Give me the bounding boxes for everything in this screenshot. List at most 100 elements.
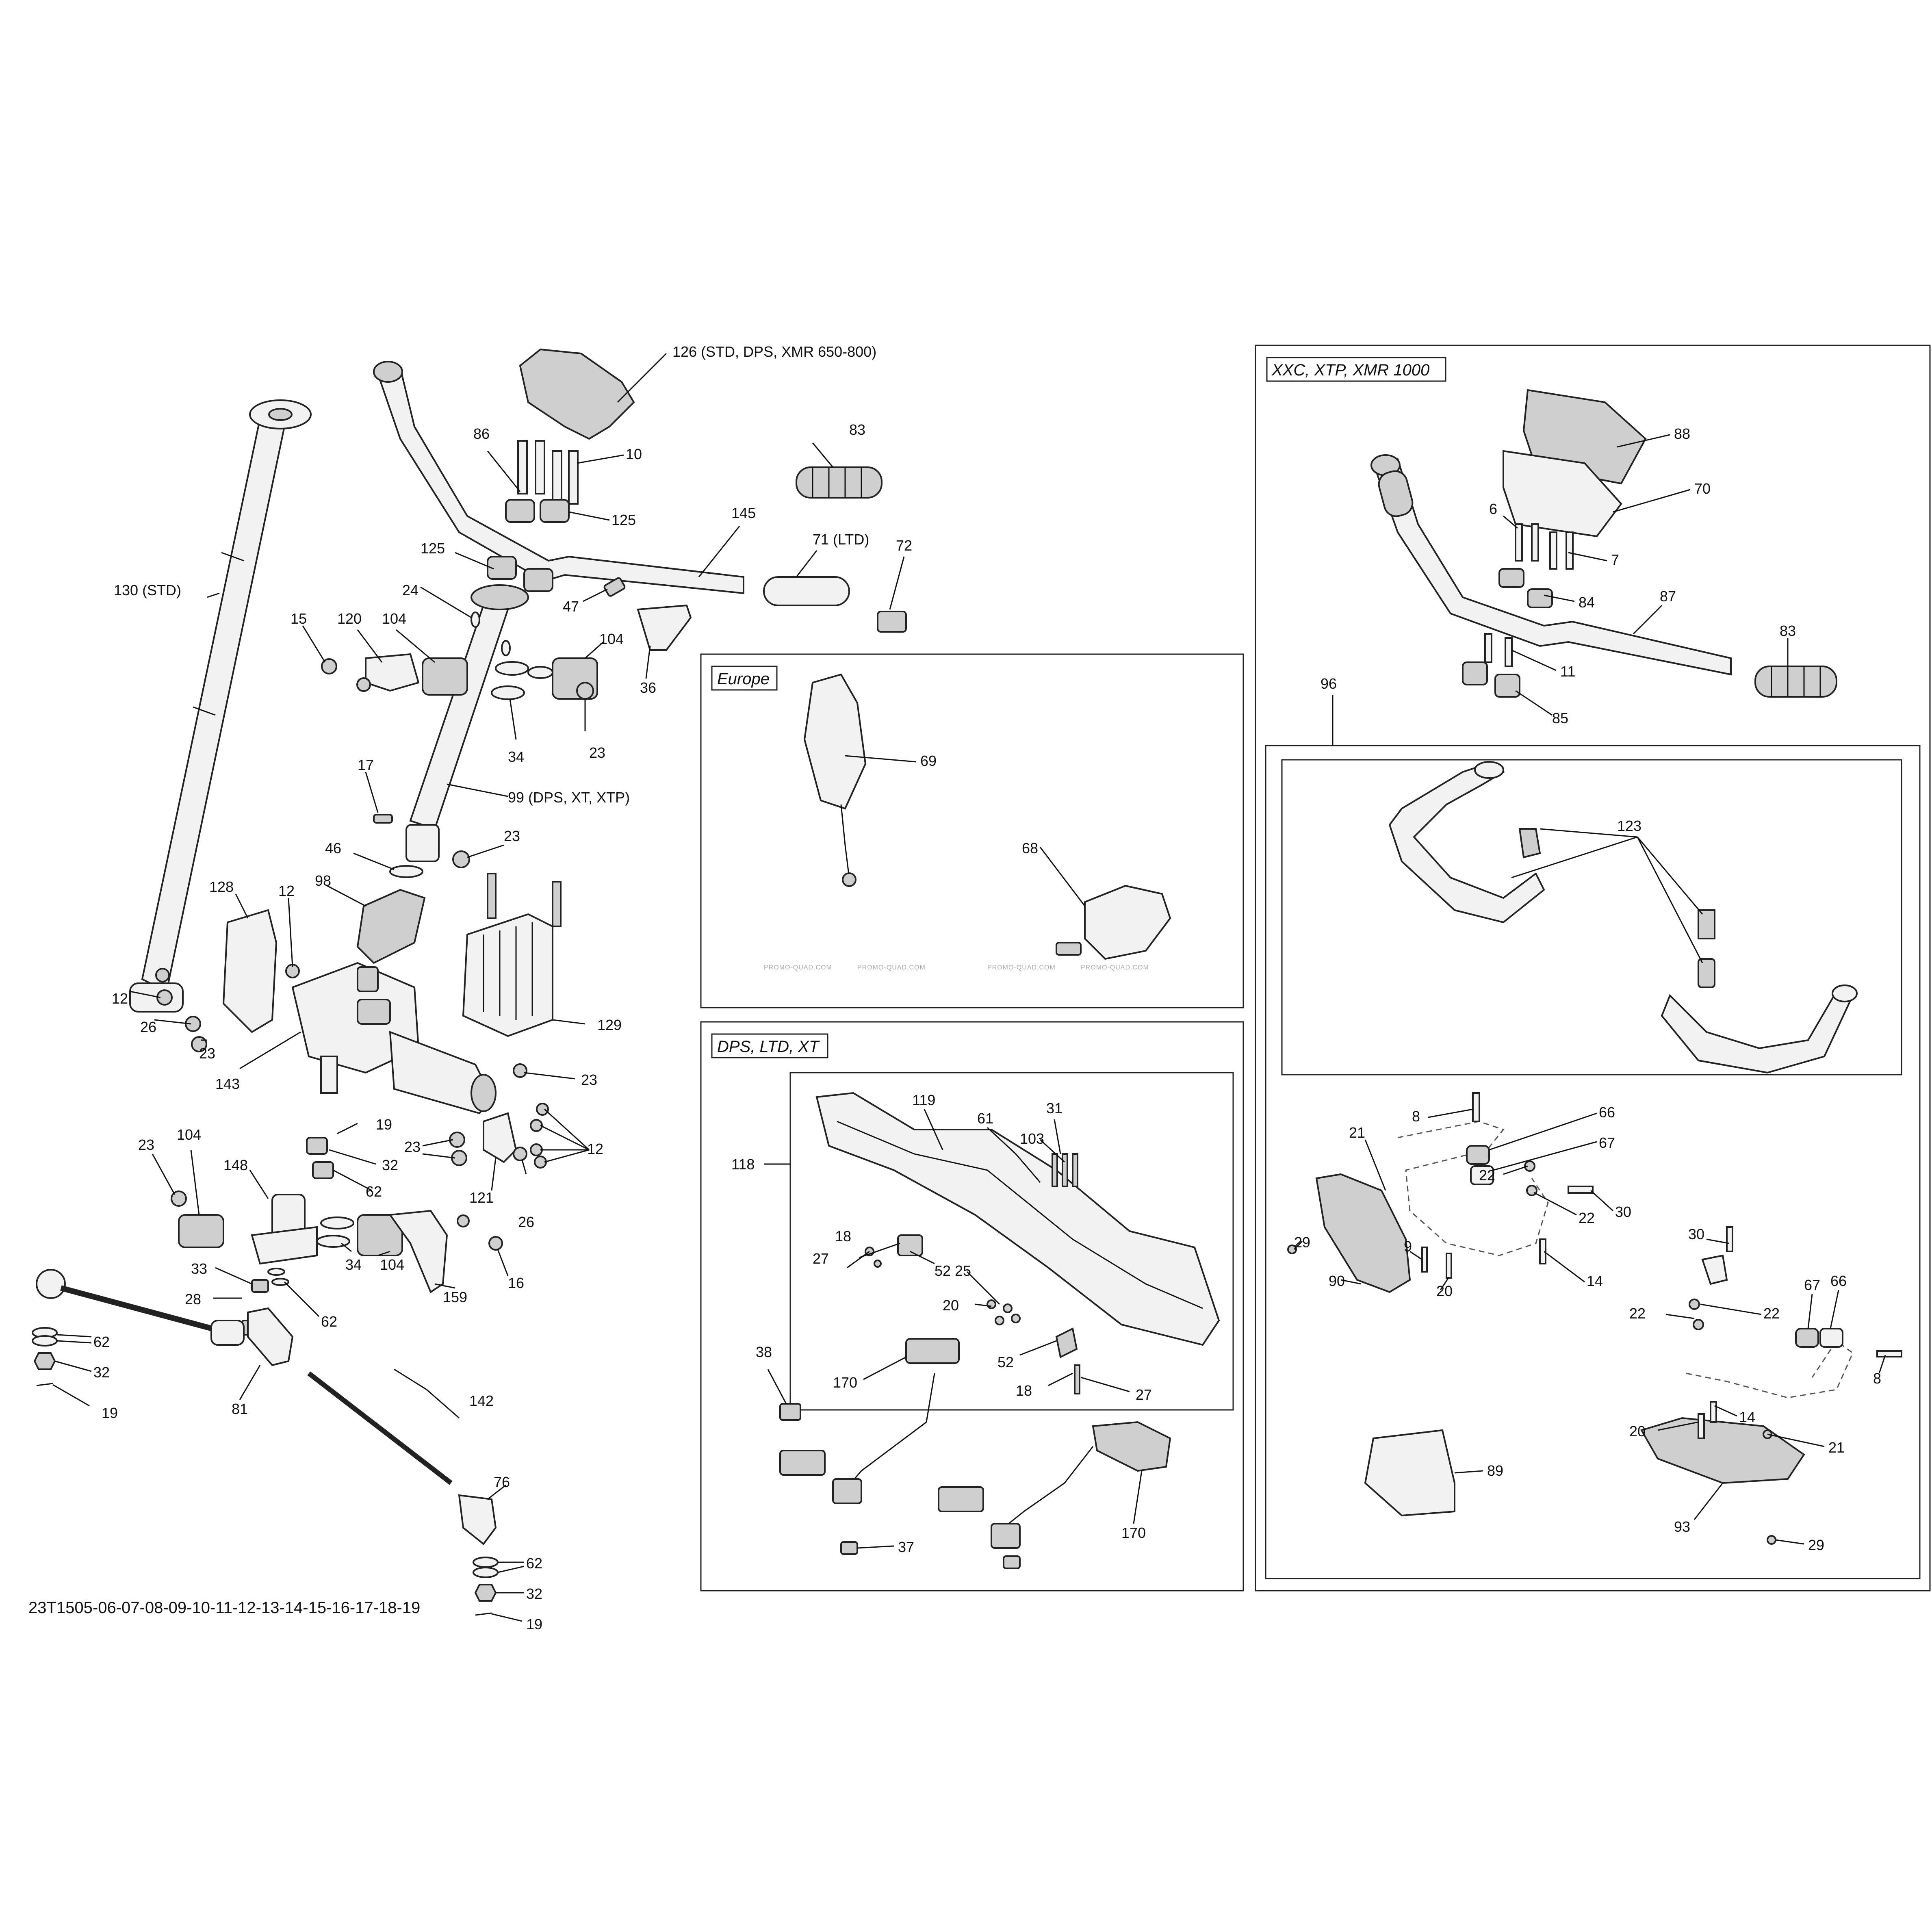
callout-47: 47	[563, 598, 579, 615]
callout-30: 30	[1688, 1226, 1704, 1242]
handguard-right	[1640, 1226, 1902, 1545]
callout-118: 118	[731, 1156, 755, 1173]
tie-rod-left	[32, 1269, 245, 1386]
callout-12: 12	[587, 1141, 603, 1157]
callout-142: 142	[469, 1392, 494, 1409]
callout-22: 22	[1579, 1210, 1595, 1226]
callout-22: 22	[1479, 1167, 1495, 1184]
callout-46: 46	[325, 840, 341, 856]
callout-31: 31	[1046, 1100, 1062, 1117]
callout-6: 6	[1489, 501, 1497, 517]
callout-19: 19	[102, 1405, 118, 1421]
pitman-arm-81	[247, 1307, 294, 1366]
europe-mirrors: PROMO-QUAD.COM PROMO-QUAD.COM PROMO-QUAD…	[764, 673, 1171, 971]
callout-70: 70	[1694, 480, 1711, 497]
callout-9: 9	[1404, 1238, 1412, 1255]
handlebar-87	[1370, 454, 1732, 676]
callout-128: 128	[209, 878, 234, 895]
callout-28: 28	[185, 1291, 201, 1308]
callout-23: 23	[581, 1071, 597, 1088]
grip-71	[763, 576, 850, 606]
callout-26: 26	[518, 1214, 534, 1230]
power-steering-unit-143	[291, 962, 527, 1115]
callout-32: 32	[526, 1585, 542, 1602]
callout-72: 72	[896, 537, 912, 554]
callout-20: 20	[1629, 1423, 1646, 1440]
callout-83: 83	[1780, 622, 1796, 639]
callout-126: 126 (STD, DPS, XMR 650-800)	[672, 343, 876, 360]
callout-76: 76	[494, 1474, 510, 1490]
callout-23: 23	[504, 828, 520, 844]
handguard-subpanel-frame	[1265, 745, 1921, 1579]
callout-22: 22	[1629, 1305, 1646, 1322]
callout-32: 32	[382, 1157, 398, 1173]
handlebar-pad-119	[815, 1092, 1220, 1346]
steering-column-130	[129, 399, 312, 1013]
boot-98	[356, 889, 426, 964]
callout-62: 62	[366, 1183, 382, 1200]
callout-120: 120	[337, 610, 362, 627]
callout-20: 20	[943, 1297, 959, 1314]
leader-lines	[52, 353, 1886, 1622]
handlebar-cover-126	[519, 348, 635, 440]
callout-69: 69	[920, 752, 937, 769]
callout-23: 23	[199, 1045, 215, 1062]
handguard-left	[1287, 1092, 1594, 1293]
callout-148: 148	[223, 1157, 248, 1173]
callout-14: 14	[1739, 1409, 1755, 1425]
callout-88: 88	[1674, 425, 1690, 442]
mirror-68	[1056, 885, 1171, 960]
callout-104: 104	[177, 1126, 201, 1143]
callout-12: 12	[112, 990, 128, 1007]
handguard-frames-123	[1388, 761, 1858, 1074]
handlebar	[373, 361, 744, 594]
callout-23: 23	[404, 1138, 421, 1155]
callout-84: 84	[1579, 594, 1595, 611]
callout-29: 29	[1808, 1537, 1824, 1553]
callout-62: 62	[526, 1555, 542, 1572]
callout-8: 8	[1873, 1370, 1881, 1387]
callout-23: 23	[589, 744, 605, 761]
lower-column-148	[171, 1137, 503, 1336]
callout-8: 8	[1412, 1108, 1420, 1125]
handguard-inner-frame	[1281, 759, 1902, 1076]
callout-125: 125	[421, 540, 445, 557]
callout-17: 17	[358, 757, 374, 773]
europe-panel-frame	[700, 653, 1244, 1008]
callout-85: 85	[1552, 710, 1568, 726]
callout-52: 52	[935, 1262, 951, 1279]
dps-ltd-xt-title: DPS, LTD, XT	[717, 1038, 820, 1056]
bracket-121	[449, 1103, 549, 1169]
callout-52: 52	[997, 1354, 1014, 1370]
callout-83: 83	[849, 421, 865, 438]
callout-18: 18	[835, 1228, 851, 1245]
sleeve-89	[1364, 1429, 1455, 1517]
callout-18: 18	[1016, 1382, 1032, 1399]
reference-code: 23T1505-06-07-08-09-10-11-12-13-14-15-16…	[28, 1599, 420, 1617]
callout-30: 30	[1615, 1203, 1631, 1220]
callout-27: 27	[813, 1250, 829, 1267]
xxc-xtp-xmr-title-tag	[1266, 357, 1446, 382]
upper-column-99	[405, 584, 529, 862]
callout-87: 87	[1660, 588, 1676, 605]
callout-10: 10	[626, 446, 642, 462]
panel-frames: Europe DPS, LTD, XT XXC, XTP, XMR 1000	[700, 345, 1931, 1592]
europe-title: Europe	[717, 670, 770, 688]
callout-62: 62	[93, 1334, 110, 1350]
end-plug-72	[877, 611, 907, 633]
callout-104: 104	[599, 631, 624, 647]
callout-11: 11	[1560, 663, 1575, 680]
watermarks: PROMO-QUAD.COM PROMO-QUAD.COM PROMO-QUAD…	[764, 964, 1149, 971]
callout-130: 130 (STD)	[114, 582, 181, 598]
europe-title-tag	[711, 666, 778, 691]
callout-81: 81	[232, 1401, 248, 1417]
callout-34: 34	[508, 748, 524, 765]
watermark-2: PROMO-QUAD.COM	[857, 964, 926, 971]
callout-129: 129	[597, 1017, 622, 1033]
harness-170a	[779, 1338, 960, 1555]
callout-7: 7	[1611, 551, 1619, 568]
callout-34: 34	[345, 1256, 362, 1273]
callout-89: 89	[1487, 1462, 1503, 1479]
callout-36: 36	[640, 679, 656, 696]
